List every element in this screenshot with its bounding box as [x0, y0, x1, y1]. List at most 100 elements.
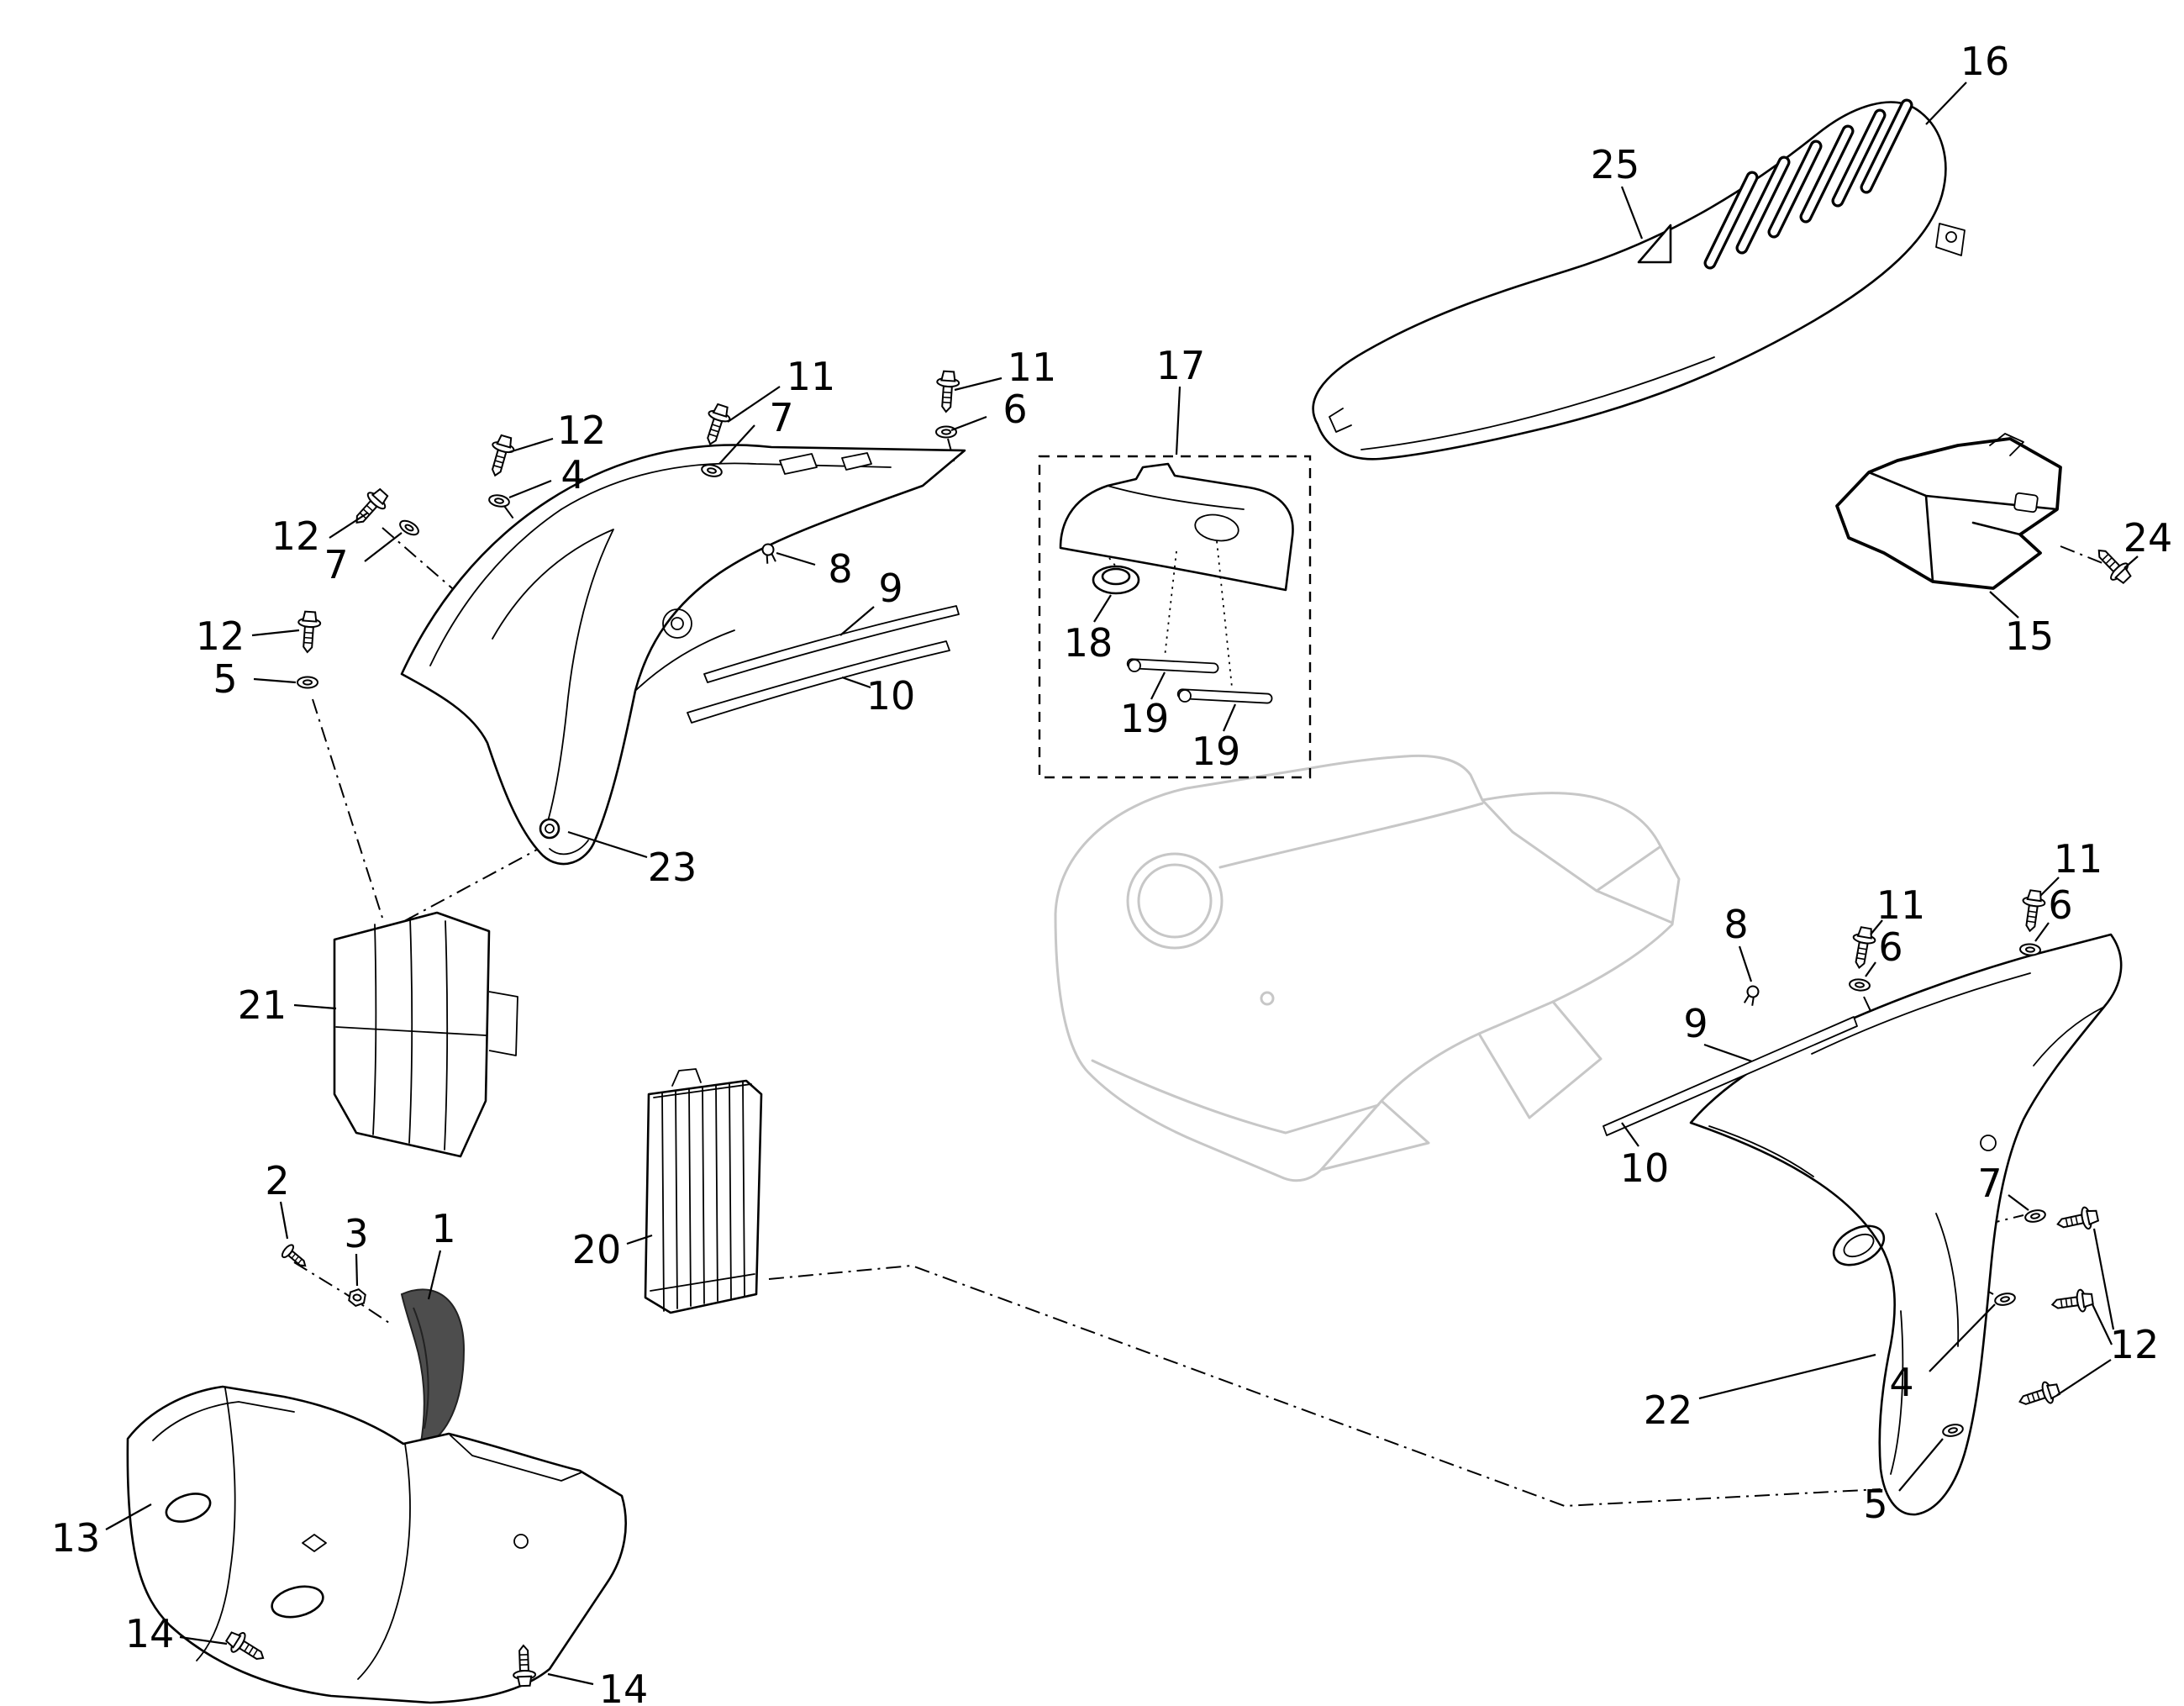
leader-line — [427, 1250, 442, 1300]
detail-box-17 — [1038, 455, 1312, 779]
flange-bolt-icon — [698, 401, 734, 449]
leader-line — [293, 1003, 337, 1010]
nut-icon — [347, 1287, 367, 1308]
leader-line — [1738, 945, 1753, 982]
trim-strips-left — [687, 605, 960, 724]
callout-3-17: 3 — [344, 1211, 369, 1256]
callout-16-27: 16 — [1960, 39, 2010, 84]
callout-14-20: 14 — [124, 1611, 175, 1656]
leader-line — [1150, 671, 1166, 700]
leader-line — [1929, 1303, 1996, 1372]
grommet-icon — [760, 542, 778, 566]
callout-8-30: 8 — [1724, 902, 1749, 947]
leader-line — [567, 830, 648, 859]
leader-line — [329, 512, 369, 539]
leader-line — [1620, 186, 1644, 240]
trim-strip-right — [1602, 1016, 1858, 1136]
flange-bolt-icon — [2054, 1203, 2101, 1236]
leader-line — [1703, 1043, 1753, 1063]
leader-line — [1898, 1438, 1944, 1492]
leader-line — [547, 1672, 594, 1686]
leader-line — [355, 1253, 359, 1287]
tank-cap — [1092, 565, 1140, 595]
fuel-tank-ghost — [1054, 754, 1681, 1182]
cap-straps — [1126, 658, 1273, 704]
callout-20-15: 20 — [571, 1227, 622, 1272]
washer-icon — [397, 517, 422, 539]
callout-4-3: 4 — [560, 452, 586, 498]
callout-21-14: 21 — [237, 982, 287, 1028]
callout-12-8: 12 — [195, 613, 245, 659]
skid-plate — [126, 1385, 627, 1704]
leader-line — [2092, 1228, 2115, 1330]
leader-line — [954, 376, 1003, 392]
leader-line — [718, 424, 755, 465]
leader-line — [1870, 919, 1883, 935]
leader-line — [508, 437, 554, 454]
rear-guard-bracket — [1835, 433, 2062, 590]
leader-lines — [105, 82, 2139, 1686]
leader-line — [279, 1201, 289, 1240]
callout-7-37: 7 — [1977, 1161, 2002, 1206]
callout-11-4: 11 — [1007, 345, 1057, 390]
leader-line — [253, 677, 297, 684]
callout-23-13: 23 — [647, 845, 697, 890]
callout-2-16: 2 — [265, 1158, 290, 1203]
callout-6-5: 6 — [1003, 387, 1028, 432]
leader-line — [2034, 922, 2050, 942]
leader-line — [1175, 386, 1181, 455]
leader-line — [776, 551, 816, 566]
callout-7-7: 7 — [324, 542, 349, 587]
callout-6-32: 6 — [1878, 924, 1903, 970]
leader-line — [179, 1635, 228, 1645]
flange-bolt-icon — [295, 610, 323, 654]
callout-14-21: 14 — [598, 1667, 649, 1706]
leader-line — [2056, 1359, 2112, 1396]
callout-10-12: 10 — [866, 673, 916, 719]
flange-bolt-icon — [2018, 888, 2048, 934]
leader-line — [727, 386, 781, 423]
small-screw-icon — [279, 1242, 311, 1272]
callout-9-11: 9 — [878, 566, 903, 611]
washer-icon — [2018, 942, 2042, 957]
callout-22-40: 22 — [1643, 1387, 1693, 1433]
callout-13-19: 13 — [50, 1515, 101, 1561]
callout-18-23: 18 — [1063, 620, 1113, 666]
callout-5-9: 5 — [213, 656, 238, 702]
washer-icon — [297, 676, 318, 689]
callout-19-24: 19 — [1119, 696, 1170, 741]
flange-bolt-icon — [2015, 1377, 2063, 1414]
left-radiator-shroud — [400, 444, 966, 866]
flange-bolt-icon — [934, 370, 961, 413]
leader-line — [839, 606, 875, 636]
washer-icon — [2023, 1208, 2048, 1224]
graphic-patch — [400, 1288, 466, 1449]
seat-bumper — [1637, 224, 1672, 264]
washer-icon — [487, 492, 511, 509]
washer-icon — [1992, 1291, 2018, 1308]
callout-24-28: 24 — [2123, 515, 2173, 561]
washer-icon — [1848, 977, 1871, 993]
callout-5-41: 5 — [1863, 1482, 1888, 1527]
seat — [1312, 98, 1966, 461]
flange-bolt-icon — [483, 433, 518, 480]
radiator-guard — [644, 1068, 763, 1314]
leader-line — [841, 676, 871, 689]
grommet-icon — [1742, 983, 1761, 1008]
leader-line — [105, 1503, 152, 1530]
radiator-louver — [333, 911, 518, 1158]
callout-17-22: 17 — [1155, 343, 1206, 388]
leader-line — [2092, 1303, 2113, 1345]
callout-11-31: 11 — [1876, 882, 1926, 928]
callout-25-26: 25 — [1590, 142, 1640, 187]
callout-19-25: 19 — [1191, 729, 1241, 774]
flange-bolt-icon — [347, 484, 393, 531]
leader-line — [2008, 1194, 2029, 1211]
leader-line — [2039, 877, 2060, 897]
callout-11-0: 11 — [786, 354, 836, 399]
callout-1-18: 1 — [431, 1206, 456, 1251]
leader-line — [2123, 556, 2139, 569]
leader-line — [1989, 591, 2019, 619]
leader-line — [950, 415, 987, 432]
